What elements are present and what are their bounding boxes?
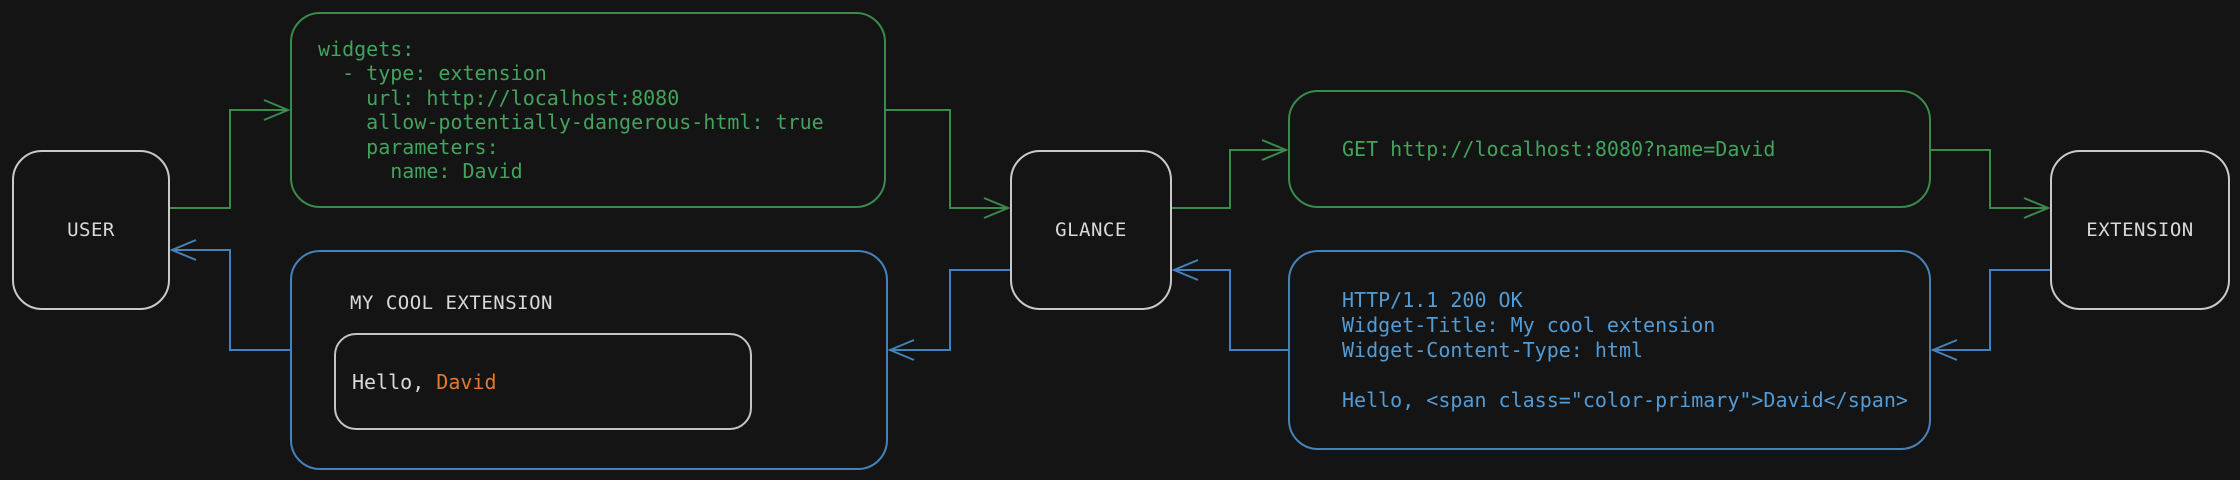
greeting-name: David — [436, 369, 497, 394]
flow-extension-to-response — [1930, 269, 2050, 361]
flow-widget-to-user — [169, 239, 290, 351]
flow-request-to-extension — [1931, 149, 2051, 219]
node-glance-label: GLANCE — [1055, 219, 1127, 241]
flow-glance-to-request — [1172, 139, 1289, 209]
flow-config-to-glance — [886, 109, 1011, 219]
http-request-box: GET http://localhost:8080?name=David — [1288, 90, 1931, 208]
flow-response-to-glance — [1171, 259, 1288, 351]
http-response-code: HTTP/1.1 200 OK Widget-Title: My cool ex… — [1342, 287, 1908, 412]
flow-glance-to-widget — [887, 269, 1010, 361]
greeting-prefix: Hello, — [352, 369, 437, 394]
flow-user-to-config — [170, 99, 291, 209]
config-yaml-box: widgets: - type: extension url: http://l… — [290, 12, 886, 208]
http-response-box: HTTP/1.1 200 OK Widget-Title: My cool ex… — [1288, 250, 1931, 450]
node-extension: EXTENSION — [2050, 150, 2230, 310]
widget-greeting-box: Hello, David — [334, 333, 752, 430]
widget-preview-box: MY COOL EXTENSION Hello, David — [290, 250, 888, 470]
node-user: USER — [12, 150, 170, 310]
node-extension-label: EXTENSION — [2086, 219, 2194, 241]
node-glance: GLANCE — [1010, 150, 1172, 310]
node-user-label: USER — [67, 219, 115, 241]
widget-title: MY COOL EXTENSION — [350, 292, 553, 314]
config-yaml-code: widgets: - type: extension url: http://l… — [318, 36, 824, 184]
http-request-text: GET http://localhost:8080?name=David — [1342, 136, 1776, 161]
